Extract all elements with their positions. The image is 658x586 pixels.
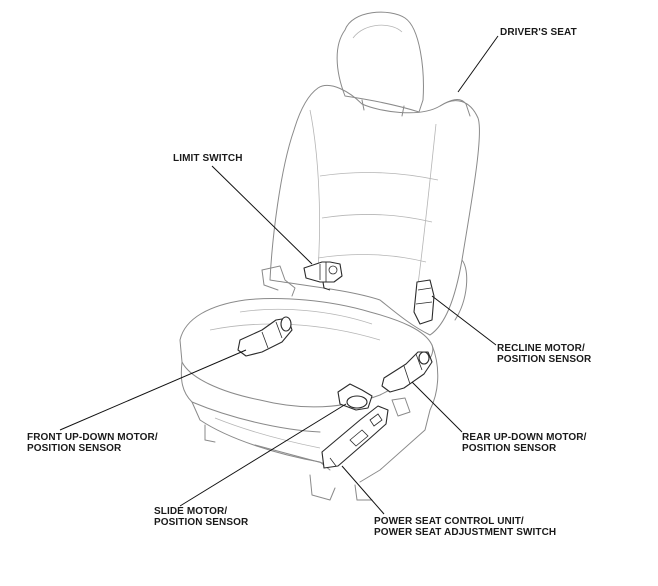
label-recline-motor-line2: POSITION SENSOR: [497, 354, 592, 365]
leader-rear-updown: [411, 381, 463, 433]
label-front-updown: FRONT UP-DOWN MOTOR/ POSITION SENSOR: [27, 432, 158, 454]
label-recline-motor: RECLINE MOTOR/ POSITION SENSOR: [497, 343, 591, 365]
label-rear-updown-line1: REAR UP-DOWN MOTOR/: [462, 432, 587, 443]
seat-back: [269, 84, 480, 336]
label-rear-updown-line2: POSITION SENSOR: [462, 443, 557, 454]
label-control-unit: POWER SEAT CONTROL UNIT/ POWER SEAT ADJU…: [374, 516, 556, 538]
leader-recline-motor: [431, 295, 497, 346]
leader-limit-switch: [211, 165, 313, 265]
slide-motor-part: [337, 383, 373, 411]
label-limit-switch: LIMIT SWITCH: [173, 153, 243, 164]
label-recline-motor-line1: RECLINE MOTOR/: [497, 343, 585, 354]
headrest: [336, 11, 424, 117]
leader-lines: [59, 35, 499, 515]
leader-drivers-seat: [457, 35, 499, 93]
leader-front-updown: [59, 349, 247, 431]
rear-updown-motor-part: [381, 351, 433, 393]
label-front-updown-line2: POSITION SENSOR: [27, 443, 122, 454]
label-front-updown-line1: FRONT UP-DOWN MOTOR/: [27, 432, 158, 443]
front-updown-motor-part: [237, 316, 293, 357]
leader-slide-motor: [179, 403, 347, 507]
label-limit-switch-line1: LIMIT SWITCH: [173, 153, 243, 164]
seat-cushion: [179, 298, 439, 433]
limit-switch-part: [303, 261, 343, 291]
label-slide-motor-line2: POSITION SENSOR: [154, 517, 249, 528]
label-rear-updown: REAR UP-DOWN MOTOR/ POSITION SENSOR: [462, 432, 587, 454]
label-drivers-seat-line1: DRIVER'S SEAT: [500, 27, 577, 38]
seat-frame: [191, 265, 431, 501]
label-control-unit-line2: POWER SEAT ADJUSTMENT SWITCH: [374, 527, 557, 538]
label-drivers-seat: DRIVER'S SEAT: [500, 27, 577, 38]
label-control-unit-line1: POWER SEAT CONTROL UNIT/: [374, 516, 524, 527]
label-slide-motor: SLIDE MOTOR/ POSITION SENSOR: [154, 506, 248, 528]
control-unit-part: [321, 405, 389, 469]
recline-motor-part: [413, 279, 435, 325]
label-slide-motor-line1: SLIDE MOTOR/: [154, 506, 228, 517]
leader-control-unit: [341, 465, 385, 515]
